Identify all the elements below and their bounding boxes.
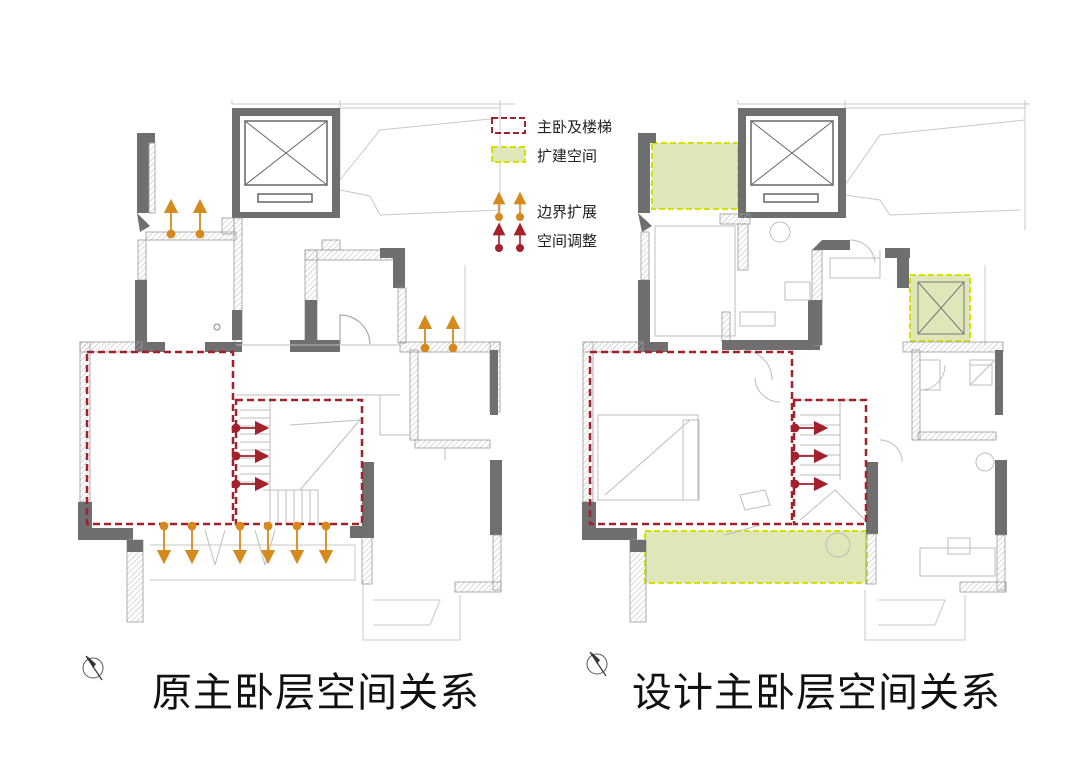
legend-label-master: 主卧及楼梯 <box>537 118 613 136</box>
elevator-shaft <box>232 108 340 218</box>
legend-label-adjust: 空间调整 <box>537 232 598 250</box>
north-arrow-right-icon <box>586 651 608 677</box>
original-plan <box>78 100 515 641</box>
elevator-shaft-right <box>738 108 846 218</box>
title-design: 设计主卧层空间关系 <box>632 670 1001 716</box>
right-room <box>290 239 407 352</box>
legend-swatch-extension <box>491 146 526 163</box>
extension-area-bottom <box>644 530 868 584</box>
extension-area-top <box>651 142 739 210</box>
master-bedroom-outline <box>85 350 235 526</box>
upper-left-room <box>135 133 243 352</box>
master-bedroom-outline-right <box>588 350 794 526</box>
legend-label-extension: 扩建空间 <box>537 147 598 165</box>
furniture-lines <box>597 221 997 577</box>
stair-outline-right <box>792 398 868 526</box>
space-adjust-arrows-right <box>790 420 829 492</box>
walls-right <box>582 133 1007 623</box>
space-adjust-arrows <box>231 420 270 492</box>
main-walls <box>78 341 502 623</box>
stair-outline <box>234 398 364 526</box>
boundary-expand-arrows <box>156 198 461 565</box>
legend <box>491 117 527 253</box>
title-original: 原主卧层空间关系 <box>152 670 480 716</box>
legend-label-boundary: 边界扩展 <box>537 203 598 221</box>
design-plan <box>582 100 1030 641</box>
interior-lines <box>204 344 446 566</box>
legend-swatch-adjust <box>492 222 527 253</box>
legend-swatch-boundary <box>492 191 527 222</box>
legend-swatch-master <box>491 117 526 134</box>
north-arrow-left-icon <box>82 655 104 681</box>
